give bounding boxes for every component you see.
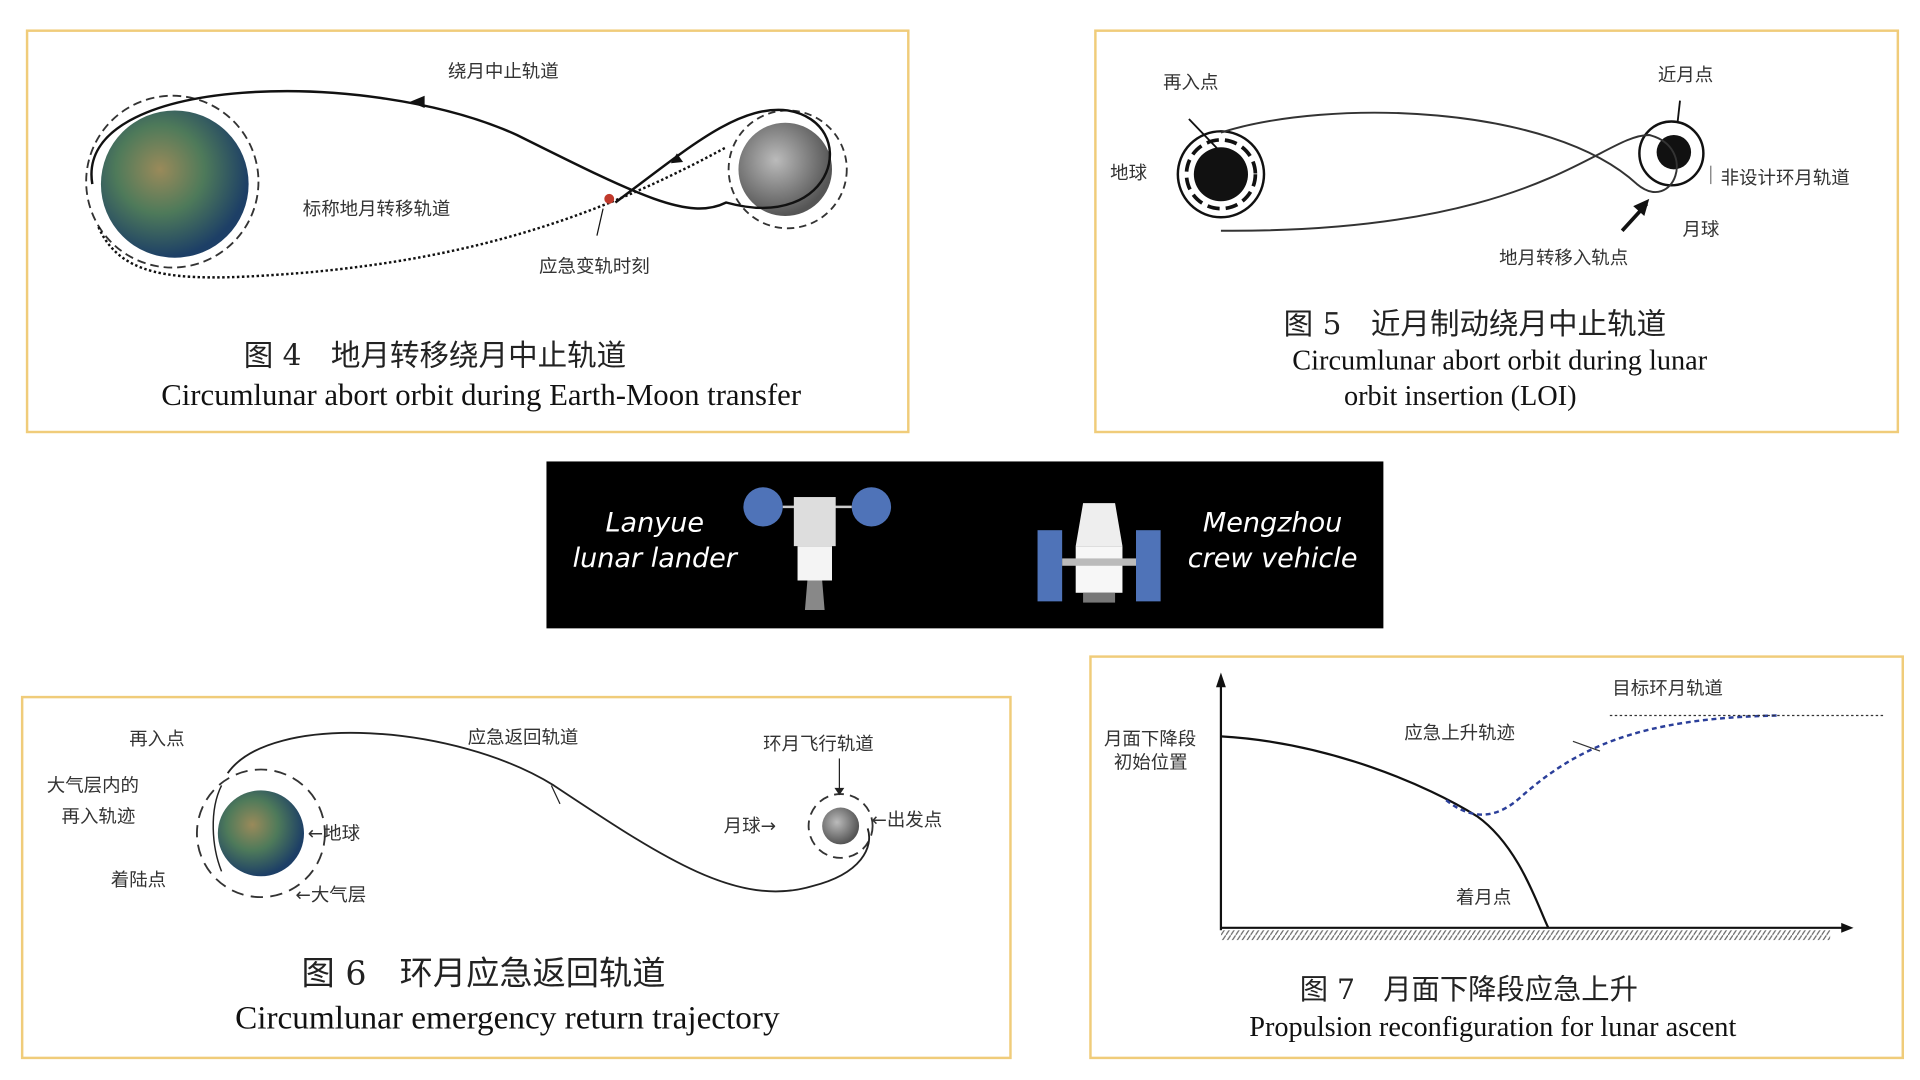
fig5-title-en-1: Circumlunar abort orbit during lunar bbox=[1292, 345, 1707, 376]
label-emergency-moment: 应急变轨时刻 bbox=[539, 256, 650, 277]
crew-vehicle-name: Mengzhou bbox=[1203, 507, 1342, 538]
label-earth: ←地球 bbox=[308, 823, 360, 844]
fig5-title-cn: 图 5 近月制动绕月中止轨道 bbox=[1284, 307, 1666, 341]
label-ascent-trajectory: 应急上升轨迹 bbox=[1404, 723, 1515, 744]
fig6-title-cn: 图 6 环月应急返回轨道 bbox=[302, 953, 666, 992]
label-nominal-transfer: 标称地月转移轨道 bbox=[303, 199, 451, 220]
label-moon: 月球 bbox=[1682, 220, 1719, 241]
descent-curve bbox=[1220, 735, 1550, 929]
abort-orbit bbox=[90, 89, 832, 210]
lunar-orbit-circle bbox=[807, 793, 874, 859]
label-return-orbit: 应急返回轨道 bbox=[468, 728, 579, 749]
lander-type: lunar lander bbox=[573, 543, 739, 574]
nominal-transfer bbox=[97, 146, 727, 279]
label-landing-point: 着陆点 bbox=[111, 870, 166, 891]
lunar-surface bbox=[1220, 930, 1831, 941]
label-reentry: 再入点 bbox=[1163, 72, 1218, 93]
label-start-position-2: 初始位置 bbox=[1114, 752, 1188, 773]
lander-illustration bbox=[743, 487, 892, 610]
figure-7: 目标环月轨道 月面下降段 初始位置 应急上升轨迹 着月点 图 7 月面下降段应急… bbox=[1089, 655, 1905, 1060]
label-reentry-point: 再入点 bbox=[129, 729, 184, 750]
label-landing-point: 着月点 bbox=[1456, 887, 1511, 908]
earth-image bbox=[100, 110, 249, 258]
lander-name: Lanyue bbox=[605, 507, 704, 538]
earth-dashed-orbit bbox=[85, 94, 260, 269]
earth-image bbox=[217, 790, 304, 877]
ascent-trajectory bbox=[1445, 714, 1779, 816]
label-moon: 月球→ bbox=[724, 816, 776, 837]
crew-vehicle-illustration bbox=[1037, 503, 1161, 603]
label-perilune: 近月点 bbox=[1658, 65, 1713, 86]
label-atmosphere: ←大气层 bbox=[295, 885, 366, 906]
moon-image bbox=[738, 122, 832, 216]
orbit-path bbox=[1220, 111, 1678, 232]
label-lunar-orbit: 环月飞行轨道 bbox=[763, 734, 874, 755]
fig4-title-cn: 图 4 地月转移绕月中止轨道 bbox=[244, 339, 626, 373]
label-departure: ←出发点 bbox=[871, 810, 942, 831]
figure-6: 再入点 大气层内的 再入轨迹 着陆点 ←地球 ←大气层 应急返回轨道 环月飞行轨… bbox=[20, 695, 1012, 1060]
fig5-title-en-2: orbit insertion (LOI) bbox=[1344, 381, 1577, 412]
fig6-title-en: Circumlunar emergency return trajectory bbox=[235, 999, 780, 1036]
moon-image bbox=[822, 807, 860, 845]
fig7-title-cn: 图 7 月面下降段应急上升 bbox=[1300, 973, 1638, 1006]
label-earth: 地球 bbox=[1110, 163, 1147, 184]
label-abort-orbit: 绕月中止轨道 bbox=[448, 61, 559, 82]
figure-5: 再入点 近月点 地球 非设计环月轨道 月球 地月转移入轨点 图 5 近月制动绕月… bbox=[1094, 29, 1900, 434]
label-start-position-1: 月面下降段 bbox=[1104, 729, 1196, 750]
label-atm-trajectory-1: 大气层内的 bbox=[47, 776, 139, 797]
figure-4: 绕月中止轨道 标称地月转移轨道 应急变轨时刻 图 4 地月转移绕月中止轨道 Ci… bbox=[25, 29, 910, 434]
emergency-point-marker bbox=[604, 193, 615, 204]
label-nondesign-orbit: 非设计环月轨道 bbox=[1721, 168, 1850, 189]
label-atm-trajectory-2: 再入轨迹 bbox=[62, 806, 136, 827]
fig7-title-en: Propulsion reconfiguration for lunar asc… bbox=[1249, 1012, 1736, 1043]
crew-vehicle-type: crew vehicle bbox=[1188, 543, 1358, 574]
label-target-orbit: 目标环月轨道 bbox=[1612, 679, 1723, 700]
spacecraft-banner: Lanyue lunar lander Mengzhou crew vehicl… bbox=[546, 461, 1384, 629]
return-trajectory bbox=[226, 731, 870, 893]
atmosphere-circle bbox=[196, 768, 326, 899]
fig4-title-en: Circumlunar abort orbit during Earth-Moo… bbox=[161, 378, 801, 412]
label-tli-point: 地月转移入轨点 bbox=[1499, 248, 1628, 269]
